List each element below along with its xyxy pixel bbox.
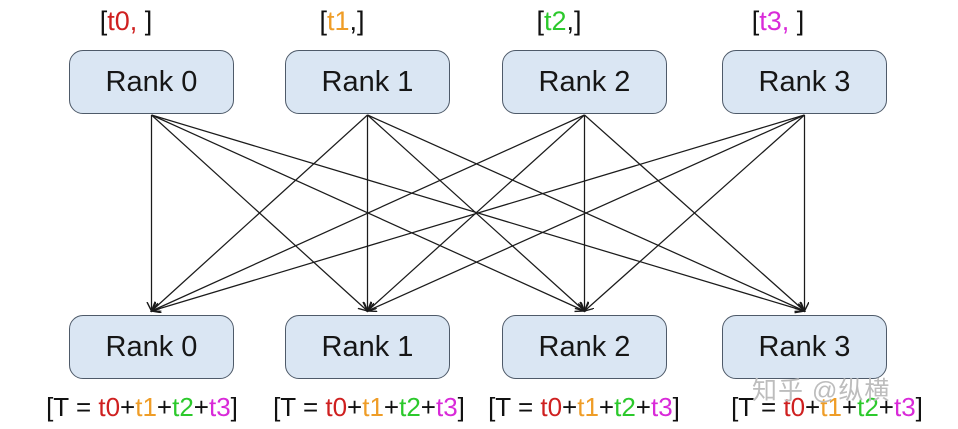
label-segment: t0: [325, 392, 348, 422]
label-segment: +: [841, 392, 858, 422]
node-top-rank2: Rank 2: [502, 50, 667, 114]
top-label-rank1-tensor: [t1,]: [257, 6, 427, 37]
label-segment: +: [562, 392, 578, 422]
label-segment: ]: [230, 392, 238, 422]
label-segment: +: [193, 392, 209, 422]
label-segment: ]: [672, 392, 680, 422]
node-bottom-rank3: Rank 3: [722, 315, 887, 379]
label-segment: [: [536, 6, 544, 36]
label-segment: t3: [650, 392, 673, 422]
arrow-line: [585, 114, 805, 311]
bottom-label-rank2-sum: [T = t0+t1+t2+t3]: [464, 392, 704, 423]
label-segment: t2: [543, 6, 567, 36]
label-segment: t3: [208, 392, 231, 422]
label-segment: [T =: [731, 392, 784, 422]
label-segment: t2: [172, 392, 194, 422]
node-bottom-rank1: Rank 1: [285, 315, 450, 379]
label-segment: +: [120, 392, 136, 422]
label-segment: ]: [457, 392, 465, 422]
label-segment: +: [383, 392, 400, 422]
node-label: Rank 3: [758, 330, 851, 363]
label-segment: [: [751, 6, 760, 36]
label-segment: +: [347, 392, 363, 422]
label-segment: +: [635, 392, 651, 422]
label-segment: +: [805, 392, 821, 422]
label-segment: t2: [399, 392, 421, 422]
label-segment: t3,: [759, 6, 790, 36]
node-top-rank0: Rank 0: [69, 50, 234, 114]
node-label: Rank 2: [538, 330, 631, 363]
label-segment: +: [156, 392, 173, 422]
node-label: Rank 2: [538, 65, 631, 98]
node-bottom-rank2: Rank 2: [502, 315, 667, 379]
label-segment: t1: [135, 392, 157, 422]
label-segment: ,]: [349, 6, 365, 36]
label-segment: ]: [789, 6, 805, 36]
bottom-label-rank3-sum: [T = t0+t1+t2+t3]: [707, 392, 947, 423]
label-segment: t2: [614, 392, 636, 422]
arrow-line: [152, 114, 368, 311]
node-top-rank1: Rank 1: [285, 50, 450, 114]
node-label: Rank 1: [321, 330, 414, 363]
arrow-line: [152, 114, 805, 311]
label-segment: [T =: [46, 392, 99, 422]
top-label-rank3-tensor: [t3, ]: [693, 6, 863, 37]
label-segment: +: [420, 392, 436, 422]
bottom-label-rank1-sum: [T = t0+t1+t2+t3]: [249, 392, 489, 423]
label-segment: +: [598, 392, 615, 422]
node-label: Rank 1: [321, 65, 414, 98]
node-top-rank3: Rank 3: [722, 50, 887, 114]
label-segment: ]: [137, 6, 153, 36]
arrow-line: [368, 114, 805, 311]
label-segment: t1: [362, 392, 384, 422]
watermark: 知乎 @纵横: [752, 377, 891, 405]
label-segment: ]: [915, 392, 923, 422]
top-label-rank2-tensor: [t2,]: [474, 6, 644, 37]
label-segment: t1: [577, 392, 599, 422]
node-label: Rank 0: [105, 330, 198, 363]
bottom-label-rank0-sum: [T = t0+t1+t2+t3]: [22, 392, 262, 423]
label-segment: t3: [893, 392, 916, 422]
label-segment: t2: [857, 392, 879, 422]
label-segment: t1: [326, 6, 350, 36]
node-label: Rank 0: [105, 65, 198, 98]
top-label-rank0-tensor: [t0, ]: [41, 6, 211, 37]
label-segment: t0,: [107, 6, 138, 36]
label-segment: t0: [98, 392, 121, 422]
arrow-line: [152, 114, 585, 311]
node-label: Rank 3: [758, 65, 851, 98]
label-segment: t0: [783, 392, 806, 422]
label-segment: [: [319, 6, 327, 36]
node-bottom-rank0: Rank 0: [69, 315, 234, 379]
label-segment: t0: [540, 392, 563, 422]
label-segment: [: [99, 6, 108, 36]
label-segment: +: [878, 392, 894, 422]
label-segment: ,]: [566, 6, 582, 36]
label-segment: t3: [435, 392, 458, 422]
label-segment: [T =: [488, 392, 541, 422]
label-segment: t1: [820, 392, 842, 422]
label-segment: [T =: [273, 392, 326, 422]
